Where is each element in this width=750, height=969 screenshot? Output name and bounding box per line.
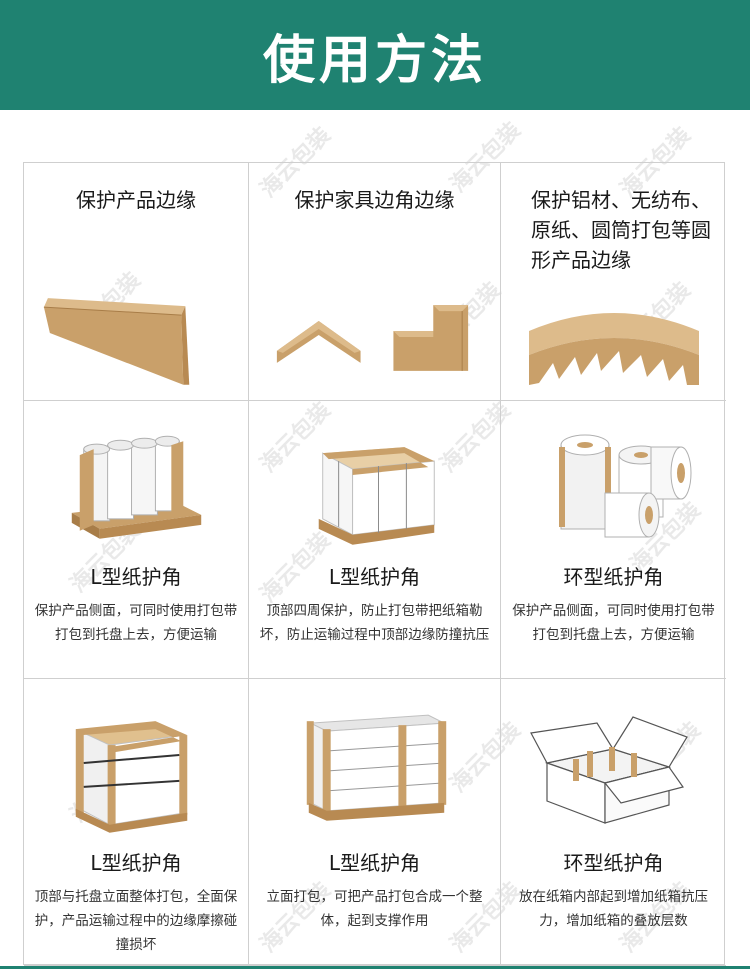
usage-card-l-full: L型纸护角 顶部与托盘立面整体打包，全面保护，产品运输过程中的边缘摩擦碰撞损坏 — [24, 679, 249, 966]
header-banner: 使用方法 — [0, 0, 750, 110]
boxes-on-pallet-image — [318, 447, 435, 545]
card-title: L型纸护角 — [328, 851, 421, 875]
round-protector-image — [529, 313, 699, 385]
usage-card-ring-side: 环型纸护角 保护产品侧面，可同时使用打包带打包到托盘上去，方便运输 — [501, 401, 726, 679]
usage-card-round: 保护铝材、无纺布、原纸、圆筒打包等圆形产品边缘 — [501, 163, 726, 401]
usage-card-l-vertical: L型纸护角 立面打包，可把产品打包合成一个整体，起到支撑作用 — [249, 679, 501, 966]
furniture-corner-image — [276, 305, 469, 371]
card-description: 立面打包，可把产品打包合成一个整体，起到支撑作用 — [266, 889, 483, 929]
bottom-divider — [0, 966, 750, 969]
card-title: 环型纸护角 — [563, 851, 664, 875]
usage-card-l-side: L型纸护角 保护产品侧面，可同时使用打包带打包到托盘上去，方便运输 — [24, 401, 249, 679]
page-title: 使用方法 — [262, 30, 487, 91]
usage-grid: 保护产品边缘 保护家具边角边缘 保护铝材、无纺布、原纸、圆筒打包等圆形产品边缘 — [23, 162, 726, 966]
card-title: L型纸护角 — [90, 565, 182, 589]
usage-card-l-top: L型纸护角 顶部四周保护，防止打包带把纸箱勒坏，防止运输过程中顶部边缘防撞抗压 — [249, 401, 501, 679]
wrapped-cargo-image — [75, 721, 188, 833]
edge-protector-image — [43, 298, 190, 385]
card-description: 顶部与托盘立面整体打包，全面保护，产品运输过程中的边缘摩擦碰撞损坏 — [34, 889, 238, 953]
usage-card-edge: 保护产品边缘 — [24, 163, 249, 401]
card-title: L型纸护角 — [90, 851, 182, 875]
card-description: 放在纸箱内部起到增加纸箱抗压力，增加纸箱的叠放层数 — [519, 889, 708, 929]
card-title: 保护铝材、无纺布、原纸、圆筒打包等圆形产品边缘 — [531, 188, 711, 272]
rolls-with-ring-image — [559, 434, 692, 538]
open-carton-image — [530, 716, 688, 824]
usage-card-furniture: 保护家具边角边缘 — [249, 163, 501, 401]
rolls-on-pallet-image — [71, 435, 202, 539]
card-title: 保护家具边角边缘 — [294, 188, 455, 212]
card-description: 保护产品侧面，可同时使用打包带打包到托盘上去，方便运输 — [512, 603, 715, 643]
stacked-boxes-pallet-image — [306, 714, 447, 821]
card-title: L型纸护角 — [328, 565, 421, 589]
card-description: 保护产品侧面，可同时使用打包带打包到托盘上去，方便运输 — [34, 603, 238, 643]
card-title: 环型纸护角 — [563, 565, 664, 589]
card-title: 保护产品边缘 — [76, 188, 196, 212]
usage-card-ring-box: 环型纸护角 放在纸箱内部起到增加纸箱抗压力，增加纸箱的叠放层数 — [501, 679, 726, 966]
card-description: 顶部四周保护，防止打包带把纸箱勒坏，防止运输过程中顶部边缘防撞抗压 — [259, 603, 490, 643]
